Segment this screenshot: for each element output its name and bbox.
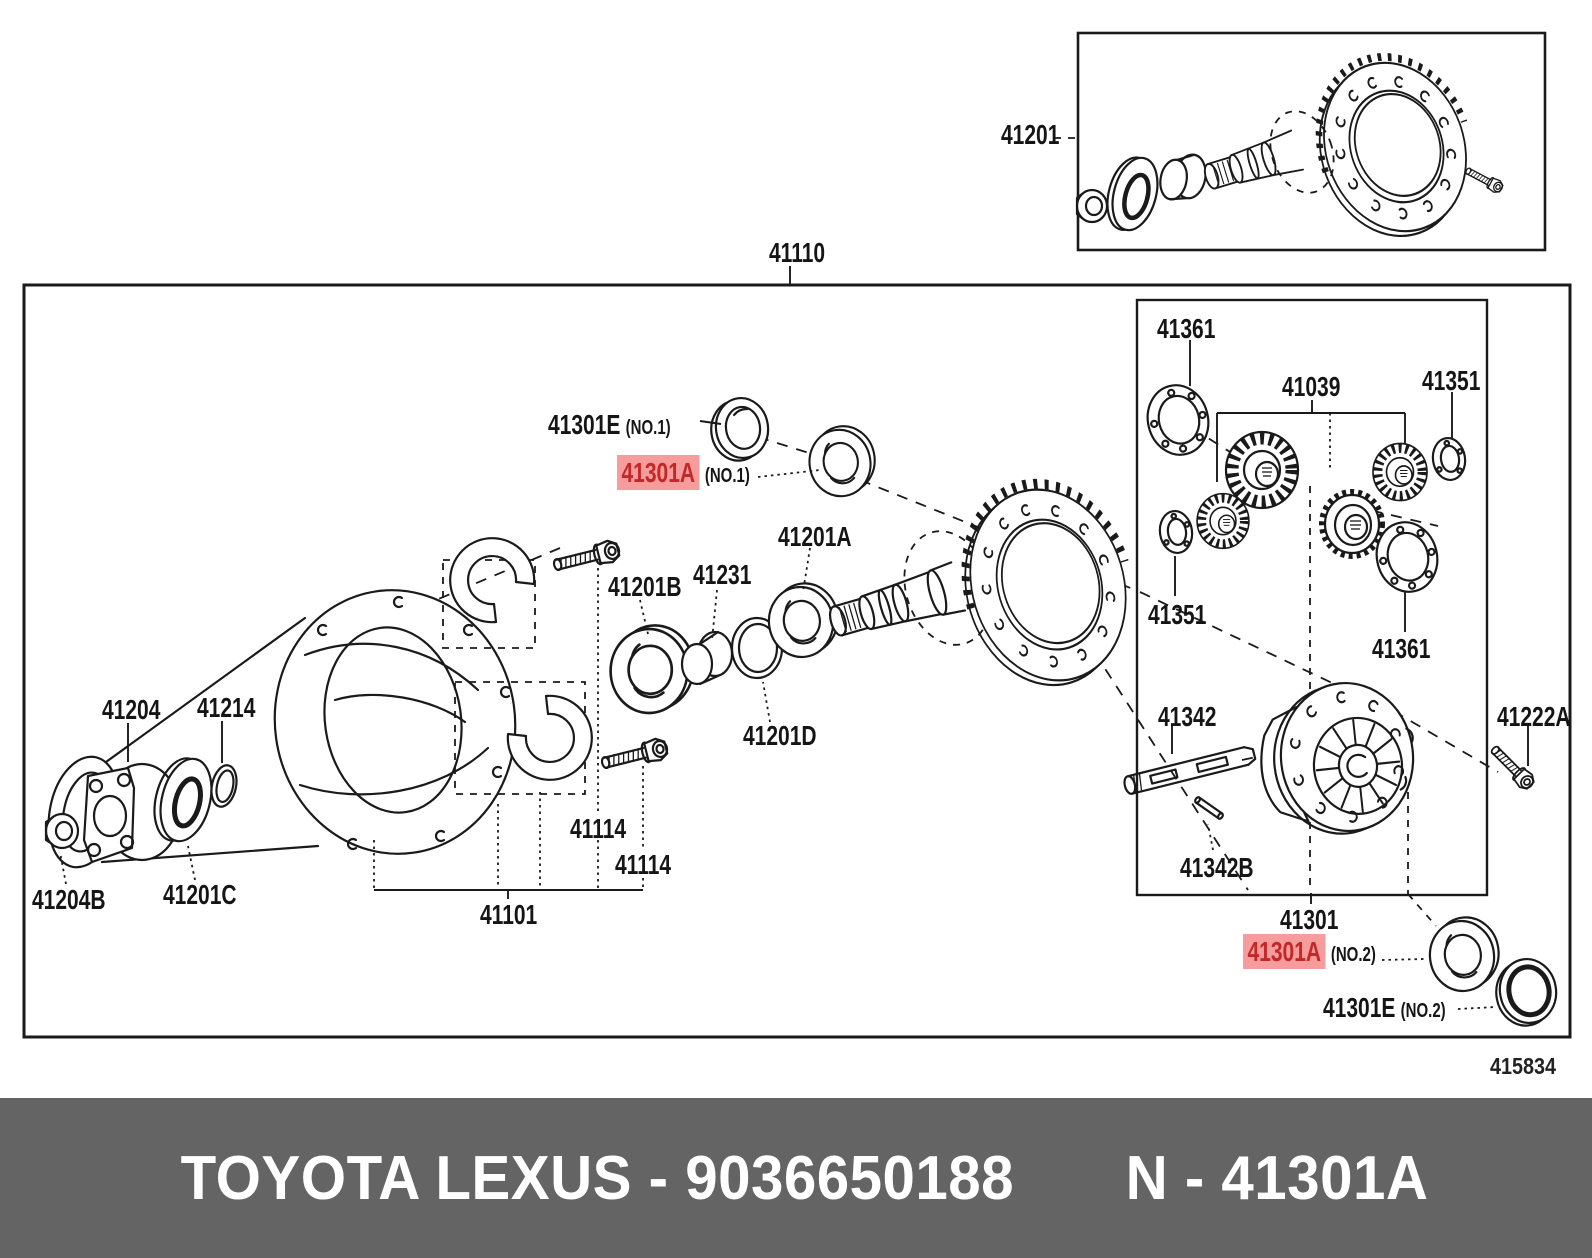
label-straight-pin-41342B: 41342B: [1180, 852, 1254, 883]
label-carrier-case-41101: 41101: [480, 899, 538, 930]
label-cap-bolt-41114-upper: 41114: [570, 813, 627, 844]
front-bearing-41201B: [609, 624, 695, 715]
leader-lines: [59, 266, 1529, 1010]
drive-pinion-and-ring-gear: [828, 478, 1129, 687]
label-bearing-spacer-41231: 41231: [693, 559, 752, 590]
label-companion-flange-41204: 41204: [102, 694, 161, 725]
cap-bolt-41114-lower: [598, 735, 671, 776]
label-thrust-washer-41361-top: 41361: [1157, 313, 1216, 344]
label-flange-oring-41214: 41214: [197, 692, 256, 723]
thrust-washer-41351-bottom: [1156, 507, 1196, 557]
label-oil-seal-no2: 41301E(NO.2): [1323, 992, 1446, 1023]
label-pinion-kit-41201: 41201: [1001, 119, 1060, 150]
label-rear-bearing-41201A: 41201A: [778, 521, 852, 552]
label-carrier-assy-41110: 41110: [769, 237, 826, 268]
label-diff-case-41301: 41301: [1280, 904, 1339, 935]
sheet-code: 415834: [1490, 1053, 1557, 1079]
case-bolt-41222A: [1486, 741, 1539, 794]
pinion-bearing-41301A-no1: [802, 420, 882, 503]
sub-box-41301-kit: [1135, 298, 1489, 897]
oring-41201D: [730, 616, 784, 680]
oil-seal-41301E-no1: [706, 393, 774, 466]
bearing-spacer-41231: [680, 630, 734, 686]
thrust-washer-41351-top: [1429, 434, 1469, 484]
pinion-gear-left: [1197, 494, 1249, 549]
footer-reference-number: N - 41301A: [1125, 1143, 1429, 1213]
pinion-bearing-41301A-no2: [1423, 912, 1505, 997]
flange-nut-41204B: [44, 812, 80, 850]
label-case-bolt-41222A: 41222A: [1497, 701, 1571, 732]
label-pinion-bearing-no2-highlighted[interactable]: 41301A(NO.2): [1243, 934, 1376, 969]
diff-case-41301: [1260, 681, 1415, 835]
label-cap-bolt-41114-lower: 41114: [615, 849, 672, 880]
label-gear-kit-41039: 41039: [1282, 371, 1341, 402]
pinion-shaft-41342: [1123, 746, 1257, 795]
side-gear-left: [1226, 432, 1298, 508]
thrust-washer-41361-bottom: [1368, 514, 1446, 600]
flange-oring-41214: [210, 764, 238, 808]
label-flange-seal-41201C: 41201C: [163, 879, 237, 910]
label-pinion-bearing-no1-highlighted[interactable]: 41301A(NO.1): [617, 455, 750, 490]
flange-oil-seal-41201C: [153, 757, 213, 843]
label-thrust-washer-41351-top: 41351: [1422, 365, 1481, 396]
label-flange-nut-41204B: 41204B: [32, 884, 106, 915]
label-oil-seal-no1: 41301E(NO.1): [548, 409, 671, 440]
inset-box-41201: [1076, 31, 1547, 252]
label-pinion-shaft-41342: 41342: [1158, 701, 1217, 732]
oil-seal-41301E-no2: [1495, 958, 1558, 1027]
inset-pinion-kit-parts: [1075, 53, 1506, 237]
side-gear-splined: [1322, 492, 1382, 556]
footer-bar: TOYOTA LEXUS - 9036650188 N - 41301A: [0, 1098, 1592, 1258]
label-front-bearing-41201B: 41201B: [608, 571, 682, 602]
pinion-gear-right: [1373, 444, 1427, 501]
label-thrust-washer-41361-bottom: 41361: [1372, 633, 1431, 664]
label-thrust-washer-41351-bottom: 41351: [1148, 599, 1207, 630]
label-oring-41201D: 41201D: [743, 720, 817, 751]
bearing-caps: [442, 537, 593, 795]
main-box-41110: [22, 283, 1572, 1039]
footer-brand-and-part-number: TOYOTA LEXUS - 9036650188: [180, 1143, 1014, 1213]
straight-pin-41342B: [1194, 796, 1224, 820]
thrust-washer-41361-top: [1139, 377, 1217, 463]
